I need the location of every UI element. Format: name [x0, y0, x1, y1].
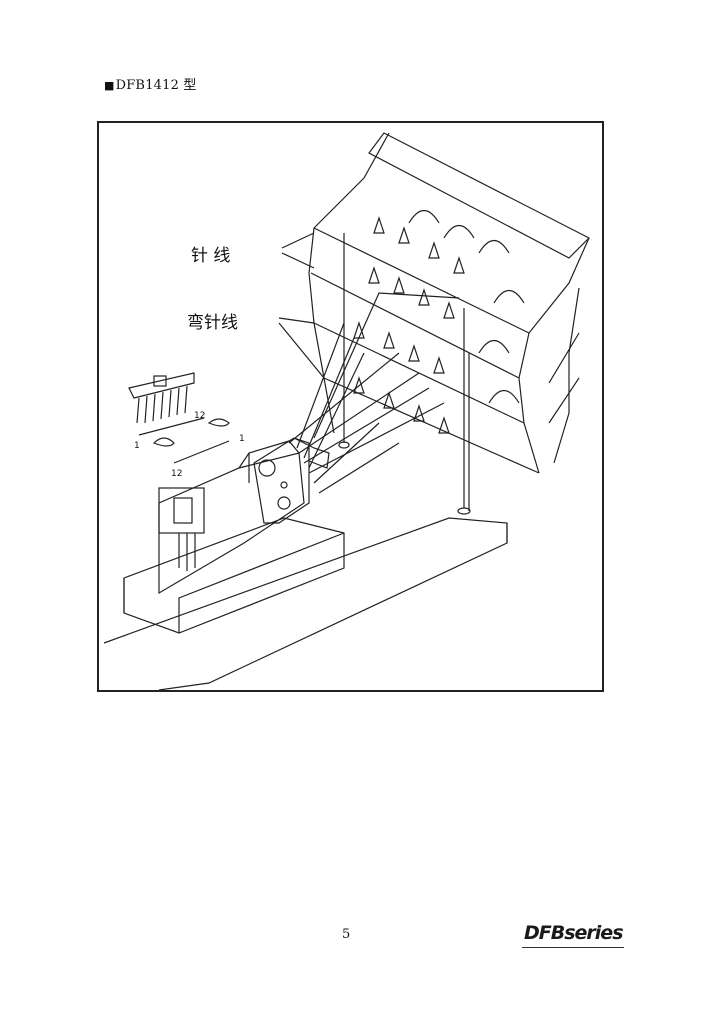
stand-poles	[343, 233, 470, 511]
looper-right	[152, 437, 175, 447]
machine-arm	[253, 437, 310, 524]
thread-cones	[353, 216, 465, 434]
machine-base	[123, 517, 345, 634]
number-1-right: 1	[239, 434, 245, 444]
model-title: DFB1412 型	[115, 78, 197, 93]
number-12-bottom: 12	[171, 469, 182, 479]
shelf-2	[310, 272, 520, 379]
looper-left	[207, 418, 230, 427]
shelf-3	[313, 322, 525, 424]
brand-logo: DFBseries	[524, 922, 624, 944]
thread-guide-comb	[128, 372, 195, 399]
page-number: 5	[342, 927, 351, 942]
number-1-left: 1	[134, 441, 140, 451]
shelf-1	[313, 227, 530, 334]
machine-illustration: 针 线 弯针线 12 1 1 12	[103, 132, 591, 690]
table-top	[103, 517, 508, 690]
page-header: ■DFB1412 型	[104, 74, 197, 93]
number-12-top: 12	[194, 411, 205, 421]
shelf-4	[323, 377, 540, 474]
thread-stand-figure: 针 线 弯针线 12 1 1 12	[97, 121, 604, 692]
brand-underline	[522, 947, 624, 948]
looper-thread-label: 弯针线	[187, 313, 238, 333]
bullet-square-icon: ■	[104, 79, 115, 92]
needle-thread-label: 针 线	[191, 246, 230, 266]
stand-top-rail	[368, 132, 591, 259]
